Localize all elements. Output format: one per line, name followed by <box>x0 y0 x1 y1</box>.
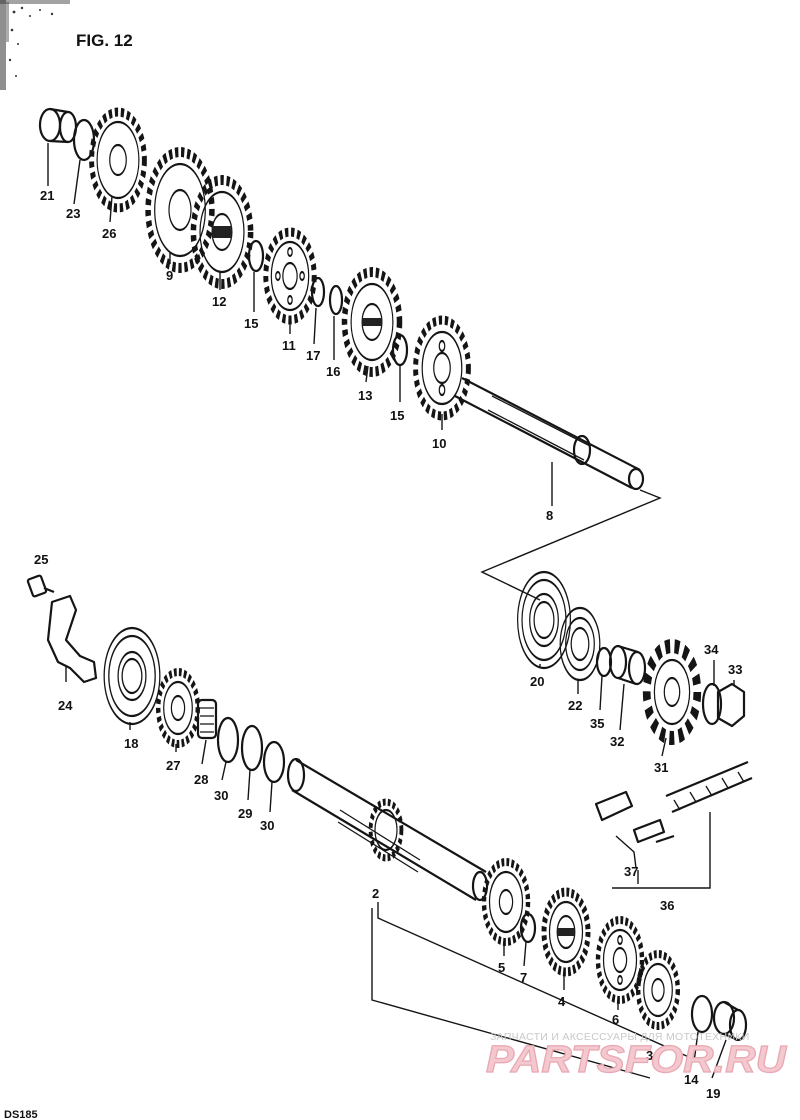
label-26: 26 <box>102 226 116 241</box>
part-37-master-link <box>594 790 675 844</box>
label-2: 2 <box>372 886 379 901</box>
part-14-washer <box>690 994 714 1034</box>
label-30b: 30 <box>260 818 274 833</box>
part-12-gear <box>190 175 254 289</box>
part-29-circlip <box>240 724 264 772</box>
label-25: 25 <box>34 552 48 567</box>
leader-lines <box>47 143 735 1079</box>
part-5-gear <box>481 858 531 946</box>
part-9-gear <box>145 147 215 273</box>
part-2-driveshaft <box>286 757 489 902</box>
label-13: 13 <box>358 388 372 403</box>
label-6: 6 <box>612 1012 619 1027</box>
part-18-bearing <box>103 626 161 726</box>
part-34-washer <box>701 682 723 726</box>
label-16: 16 <box>326 364 340 379</box>
part-15-circlip-a <box>247 239 265 273</box>
part-30-washer-b <box>262 740 286 784</box>
part-23-washer <box>72 118 96 162</box>
part-32-spacer <box>608 644 647 686</box>
part-22-oil-seal <box>559 606 601 682</box>
label-21: 21 <box>40 188 54 203</box>
assembly-connector-line <box>480 489 662 601</box>
label-4: 4 <box>558 994 566 1009</box>
label-18: 18 <box>124 736 138 751</box>
label-22: 22 <box>568 698 582 713</box>
watermark: ЗАПЧАСТИ И АКСЕССУАРЫ ДЛЯ МОТОТЕХНИКИ PA… <box>485 1031 788 1082</box>
watermark-brand: PARTSFOR.RU <box>486 1039 788 1081</box>
watermark-caption: ЗАПЧАСТИ И АКСЕССУАРЫ ДЛЯ МОТОТЕХНИКИ <box>490 1031 750 1043</box>
part-20-bearing <box>516 570 572 670</box>
part-16-circlip <box>328 284 344 316</box>
part-labels: 21 23 26 9 12 15 11 17 16 13 15 10 8 25 … <box>34 188 742 1101</box>
part-4-gear <box>541 887 591 977</box>
part-28-needle-bearing <box>196 698 218 740</box>
label-8: 8 <box>546 508 553 523</box>
label-17: 17 <box>306 348 320 363</box>
part-27-gear <box>155 668 201 748</box>
part-7-washer <box>519 912 537 944</box>
label-30a: 30 <box>214 788 228 803</box>
label-24: 24 <box>58 698 73 713</box>
part-11-gear <box>263 227 317 325</box>
part-13-gear <box>341 267 403 377</box>
label-28: 28 <box>194 772 208 787</box>
part-19-bushing <box>712 1000 748 1042</box>
label-3: 3 <box>646 1048 653 1063</box>
part-8-shaft <box>454 377 645 491</box>
part-17-washer <box>310 276 326 308</box>
label-37: 37 <box>624 864 638 879</box>
part-26-gear <box>89 107 147 213</box>
label-15b: 15 <box>390 408 404 423</box>
part-6-gear <box>595 916 645 1004</box>
label-10: 10 <box>432 436 446 451</box>
output-assembly <box>516 570 753 844</box>
label-32: 32 <box>610 734 624 749</box>
figure-title: FIG. 12 <box>76 31 133 50</box>
label-33: 33 <box>728 662 742 677</box>
label-7: 7 <box>520 970 527 985</box>
upper-shaft-assembly <box>38 107 645 491</box>
label-15a: 15 <box>244 316 258 331</box>
label-11: 11 <box>282 338 296 353</box>
part-25-bolt <box>26 574 55 598</box>
part-33-nut <box>716 682 746 728</box>
label-36: 36 <box>660 898 674 913</box>
part-30-washer-a <box>216 716 240 764</box>
label-29: 29 <box>238 806 252 821</box>
part-36-chain <box>665 760 753 814</box>
label-35: 35 <box>590 716 604 731</box>
scan-noise <box>0 0 70 90</box>
label-14: 14 <box>684 1072 699 1087</box>
label-27: 27 <box>166 758 180 773</box>
model-footer: DS185 <box>4 1109 38 1120</box>
part-24-retainer <box>46 594 98 684</box>
part-15-circlip-b <box>391 333 409 367</box>
label-12: 12 <box>212 294 226 309</box>
label-9: 9 <box>166 268 173 283</box>
label-34: 34 <box>704 642 719 657</box>
label-19: 19 <box>706 1086 720 1101</box>
lower-shaft-assembly <box>26 574 748 1042</box>
part-31-sprocket <box>642 639 702 745</box>
label-31: 31 <box>654 760 668 775</box>
label-5: 5 <box>498 960 505 975</box>
label-20: 20 <box>530 674 544 689</box>
label-23: 23 <box>66 206 80 221</box>
part-3-gear <box>635 950 681 1030</box>
part-10-gear <box>413 315 471 421</box>
part-21-collar <box>38 107 78 144</box>
